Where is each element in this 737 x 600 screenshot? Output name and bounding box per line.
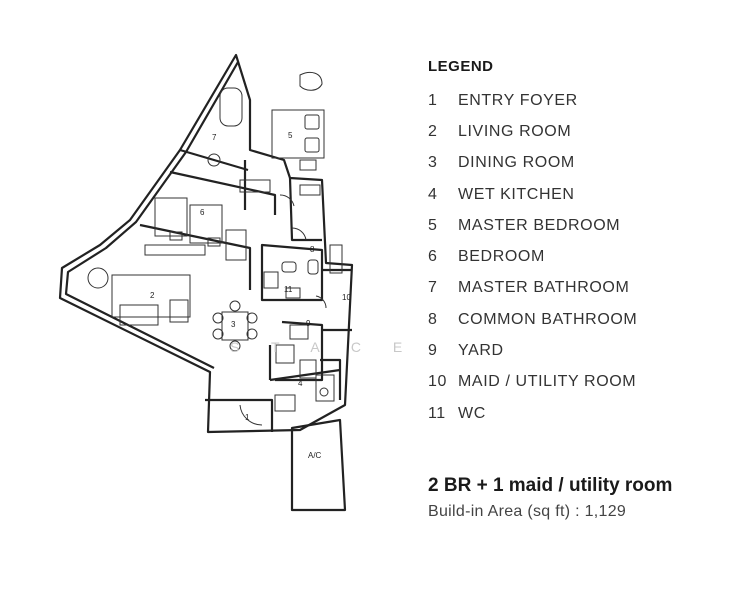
legend-label: DINING ROOM (458, 154, 575, 172)
ac-label: A/C (308, 451, 322, 460)
legend-number: 2 (428, 122, 438, 140)
legend-number: 4 (428, 185, 438, 203)
legend-title: LEGEND (428, 58, 494, 75)
legend-label: MASTER BEDROOM (458, 216, 621, 234)
legend-number: 3 (428, 154, 438, 172)
legend: LEGEND 1 ENTRY FOYER 2 LIVING ROOM 3 DINING… (428, 58, 728, 429)
legend-label: WC (458, 404, 486, 422)
watermark-text: S T A C E P O H (230, 339, 420, 355)
room-number-2: 2 (150, 291, 155, 300)
legend-number: 8 (428, 310, 438, 328)
floor-plan: 1 2 3 4 5 6 7 8 9 10 11 A/C S T A C E P … (58, 53, 420, 512)
legend-item: 8 COMMON BATHROOM (428, 304, 728, 335)
legend-item: 2 LIVING ROOM (428, 116, 728, 147)
legend-list: 1 ENTRY FOYER 2 LIVING ROOM 3 DINING ROOM 4… (428, 85, 728, 429)
legend-label: MASTER BATHROOM (458, 279, 630, 297)
room-number-1: 1 (245, 413, 250, 422)
legend-number: 1 (428, 91, 438, 109)
legend-item: 1 ENTRY FOYER (428, 85, 728, 116)
legend-label: COMMON BATHROOM (458, 310, 638, 328)
room-number-11: 11 (284, 285, 293, 294)
legend-label: BEDROOM (458, 248, 545, 266)
legend-number: 5 (428, 216, 438, 234)
legend-label: WET KITCHEN (458, 185, 575, 203)
master-bed (271, 109, 325, 159)
bed-a (154, 197, 188, 237)
legend-item: 6 BEDROOM (428, 241, 728, 272)
legend-item: 7 MASTER BATHROOM (428, 273, 728, 304)
legend-number: 10 (428, 373, 447, 391)
room-number-3: 3 (231, 320, 236, 329)
room-number-5: 5 (288, 131, 293, 140)
unit-summary: 2 BR + 1 maid / utility room Build-in Ar… (428, 475, 672, 521)
room-number-4: 4 (298, 379, 303, 388)
legend-number: 9 (428, 342, 438, 360)
sofa (111, 274, 191, 318)
room-number-9: 9 (306, 319, 311, 328)
legend-label: ENTRY FOYER (458, 91, 578, 109)
legend-number: 6 (428, 248, 438, 266)
legend-item: 11 WC (428, 398, 728, 429)
legend-label: LIVING ROOM (458, 122, 572, 140)
bathtub (219, 87, 243, 127)
room-number-7: 7 (212, 133, 217, 142)
legend-label: MAID / UTILITY ROOM (458, 373, 637, 391)
legend-item: 10 MAID / UTILITY ROOM (428, 367, 728, 398)
build-in-area: Build-in Area (sq ft) : 1,129 (428, 503, 627, 520)
legend-item: 9 YARD (428, 335, 728, 366)
legend-label: YARD (458, 342, 504, 360)
room-number-6: 6 (200, 208, 205, 217)
legend-item: 5 MASTER BEDROOM (428, 210, 728, 241)
legend-item: 3 DINING ROOM (428, 148, 728, 179)
legend-number: 7 (428, 279, 438, 297)
dining-table (221, 311, 249, 341)
room-number-8: 8 (310, 245, 315, 254)
legend-item: 4 WET KITCHEN (428, 179, 728, 210)
ac-ledge (290, 418, 347, 512)
room-number-10: 10 (342, 293, 351, 302)
bed-b (189, 204, 223, 244)
unit-type-title: 2 BR + 1 maid / utility room (428, 475, 673, 496)
legend-number: 11 (428, 404, 446, 422)
